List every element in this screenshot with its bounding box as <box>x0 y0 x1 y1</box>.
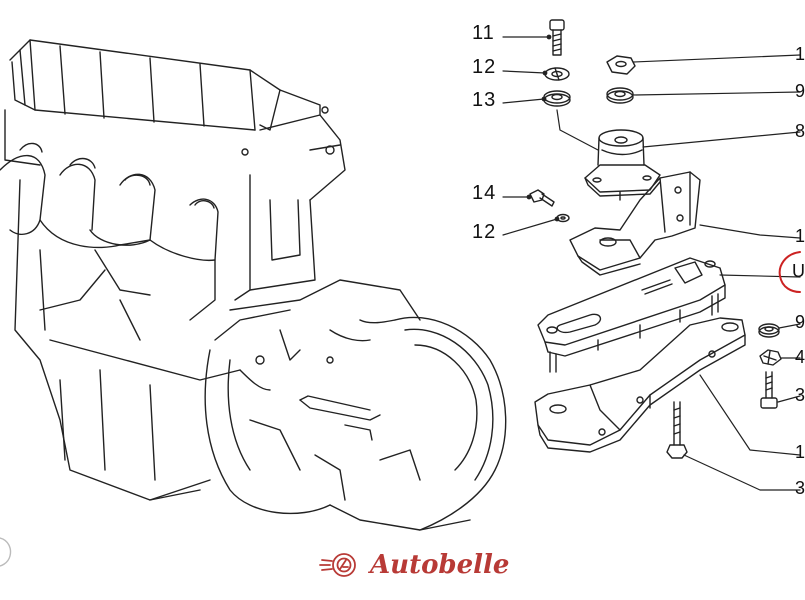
edge-callout-1: 1 <box>795 44 805 64</box>
lower-crossmember <box>534 317 746 453</box>
bolt-11 <box>549 19 565 56</box>
brand-name: Autobelle <box>370 550 510 580</box>
edge-callout-u: U <box>792 261 805 281</box>
brand-watermark: Autobelle <box>318 548 509 582</box>
callout-11: 11 <box>472 22 495 44</box>
washer-right-9 <box>758 323 780 338</box>
engine-block <box>0 39 346 501</box>
crossmember <box>537 257 726 373</box>
leader-lines <box>502 34 801 491</box>
callout-12: 12 <box>472 56 497 78</box>
edge-callout-4: 4 <box>795 347 805 367</box>
edge-callout-3b: 3 <box>795 478 805 498</box>
corner-fragment <box>0 537 12 567</box>
highlight-circle <box>778 251 801 293</box>
edge-callout-1c: 1 <box>795 442 805 462</box>
callout-12-lower: 12 <box>472 221 497 243</box>
brand-logo-icon <box>319 553 356 577</box>
gearbox <box>149 279 507 531</box>
edge-callout-3: 3 <box>795 385 805 405</box>
edge-callout-9b: 9 <box>795 312 805 332</box>
washer-right-top <box>606 87 634 104</box>
mount-bracket <box>569 171 701 276</box>
callout-13: 13 <box>472 89 497 111</box>
bolt-right-3 <box>760 371 778 409</box>
bolt-lower-3 <box>666 401 688 459</box>
nut-right-top <box>606 55 636 75</box>
split-washer-12 <box>544 67 570 81</box>
washer-13 <box>543 90 571 107</box>
callout-14: 14 <box>472 182 497 204</box>
edge-callout-8: 8 <box>795 121 805 141</box>
rubber-mount-8 <box>584 129 661 201</box>
edge-callout-1b: 1 <box>795 226 805 246</box>
nut-right-4 <box>759 349 782 366</box>
bolt-14 <box>529 189 555 207</box>
edge-callout-9: 9 <box>795 81 805 101</box>
